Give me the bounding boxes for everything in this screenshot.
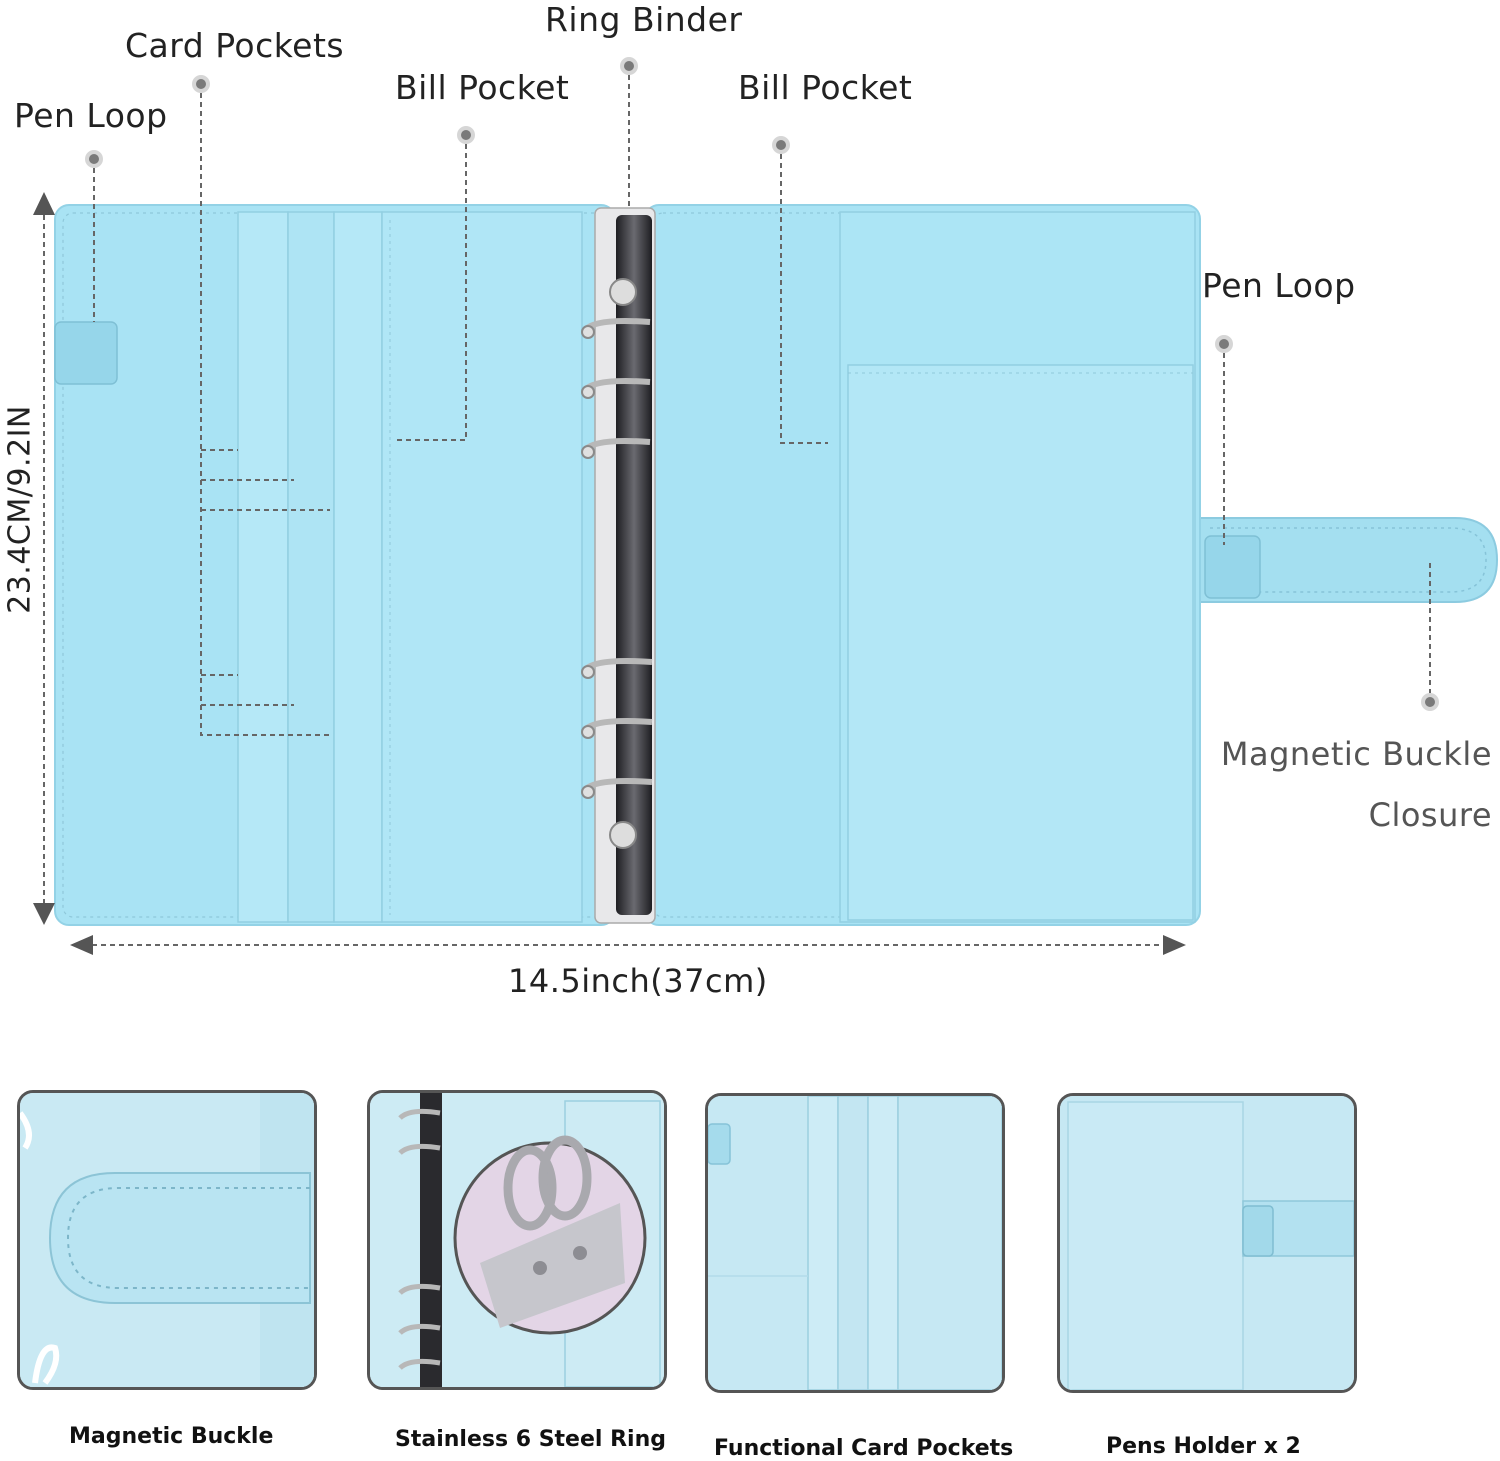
thumbnail-magnetic-buckle (17, 1090, 317, 1390)
callout-dot-card-pockets (192, 75, 210, 93)
bill-pocket-left-label: Bill Pocket (395, 68, 570, 107)
leader-lines (43, 75, 1431, 946)
bill-pocket-right-label: Bill Pocket (738, 68, 913, 107)
thumbnail-steel-ring (367, 1090, 667, 1390)
thumbnail-card-pockets (705, 1093, 1005, 1393)
card-pockets-label: Card Pockets (125, 26, 345, 65)
pen-loop-right-label: Pen Loop (1202, 266, 1356, 305)
right-cover (644, 204, 1201, 926)
height-dimension-label: 23.4CM/9.2IN (2, 405, 38, 614)
callout-dot-ring-binder (620, 57, 638, 75)
callout-dot-bill-pocket-right (772, 136, 790, 154)
dimension-arrows (33, 192, 1186, 955)
caption-magnetic-buckle: Magnetic Buckle (69, 1424, 274, 1449)
magnetic-buckle-label-line1: Magnetic Buckle (1220, 735, 1492, 773)
caption-pens-holder: Pens Holder x 2 (1106, 1434, 1301, 1459)
left-cover (54, 204, 616, 926)
width-dimension-label: 14.5inch(37cm) (508, 962, 768, 1000)
magnetic-buckle-label-line2: Closure (1368, 796, 1492, 834)
callout-dot-pen-loop-right (1215, 335, 1233, 353)
callout-dot-pen-loop-left (85, 150, 103, 168)
binder-illustration (33, 75, 1499, 955)
caption-steel-ring: Stainless 6 Steel Ring (395, 1427, 666, 1452)
thumbnail-pens-holder (1057, 1093, 1357, 1393)
pen-loop-left-label: Pen Loop (14, 96, 168, 135)
ring-binder-label: Ring Binder (545, 0, 743, 39)
callout-dot-magnetic-buckle (1421, 693, 1439, 711)
magnetic-strap (1194, 517, 1499, 603)
caption-card-pockets: Functional Card Pockets (714, 1436, 1014, 1461)
callout-dot-bill-pocket-left (457, 126, 475, 144)
ring-binder-spine (581, 207, 656, 924)
